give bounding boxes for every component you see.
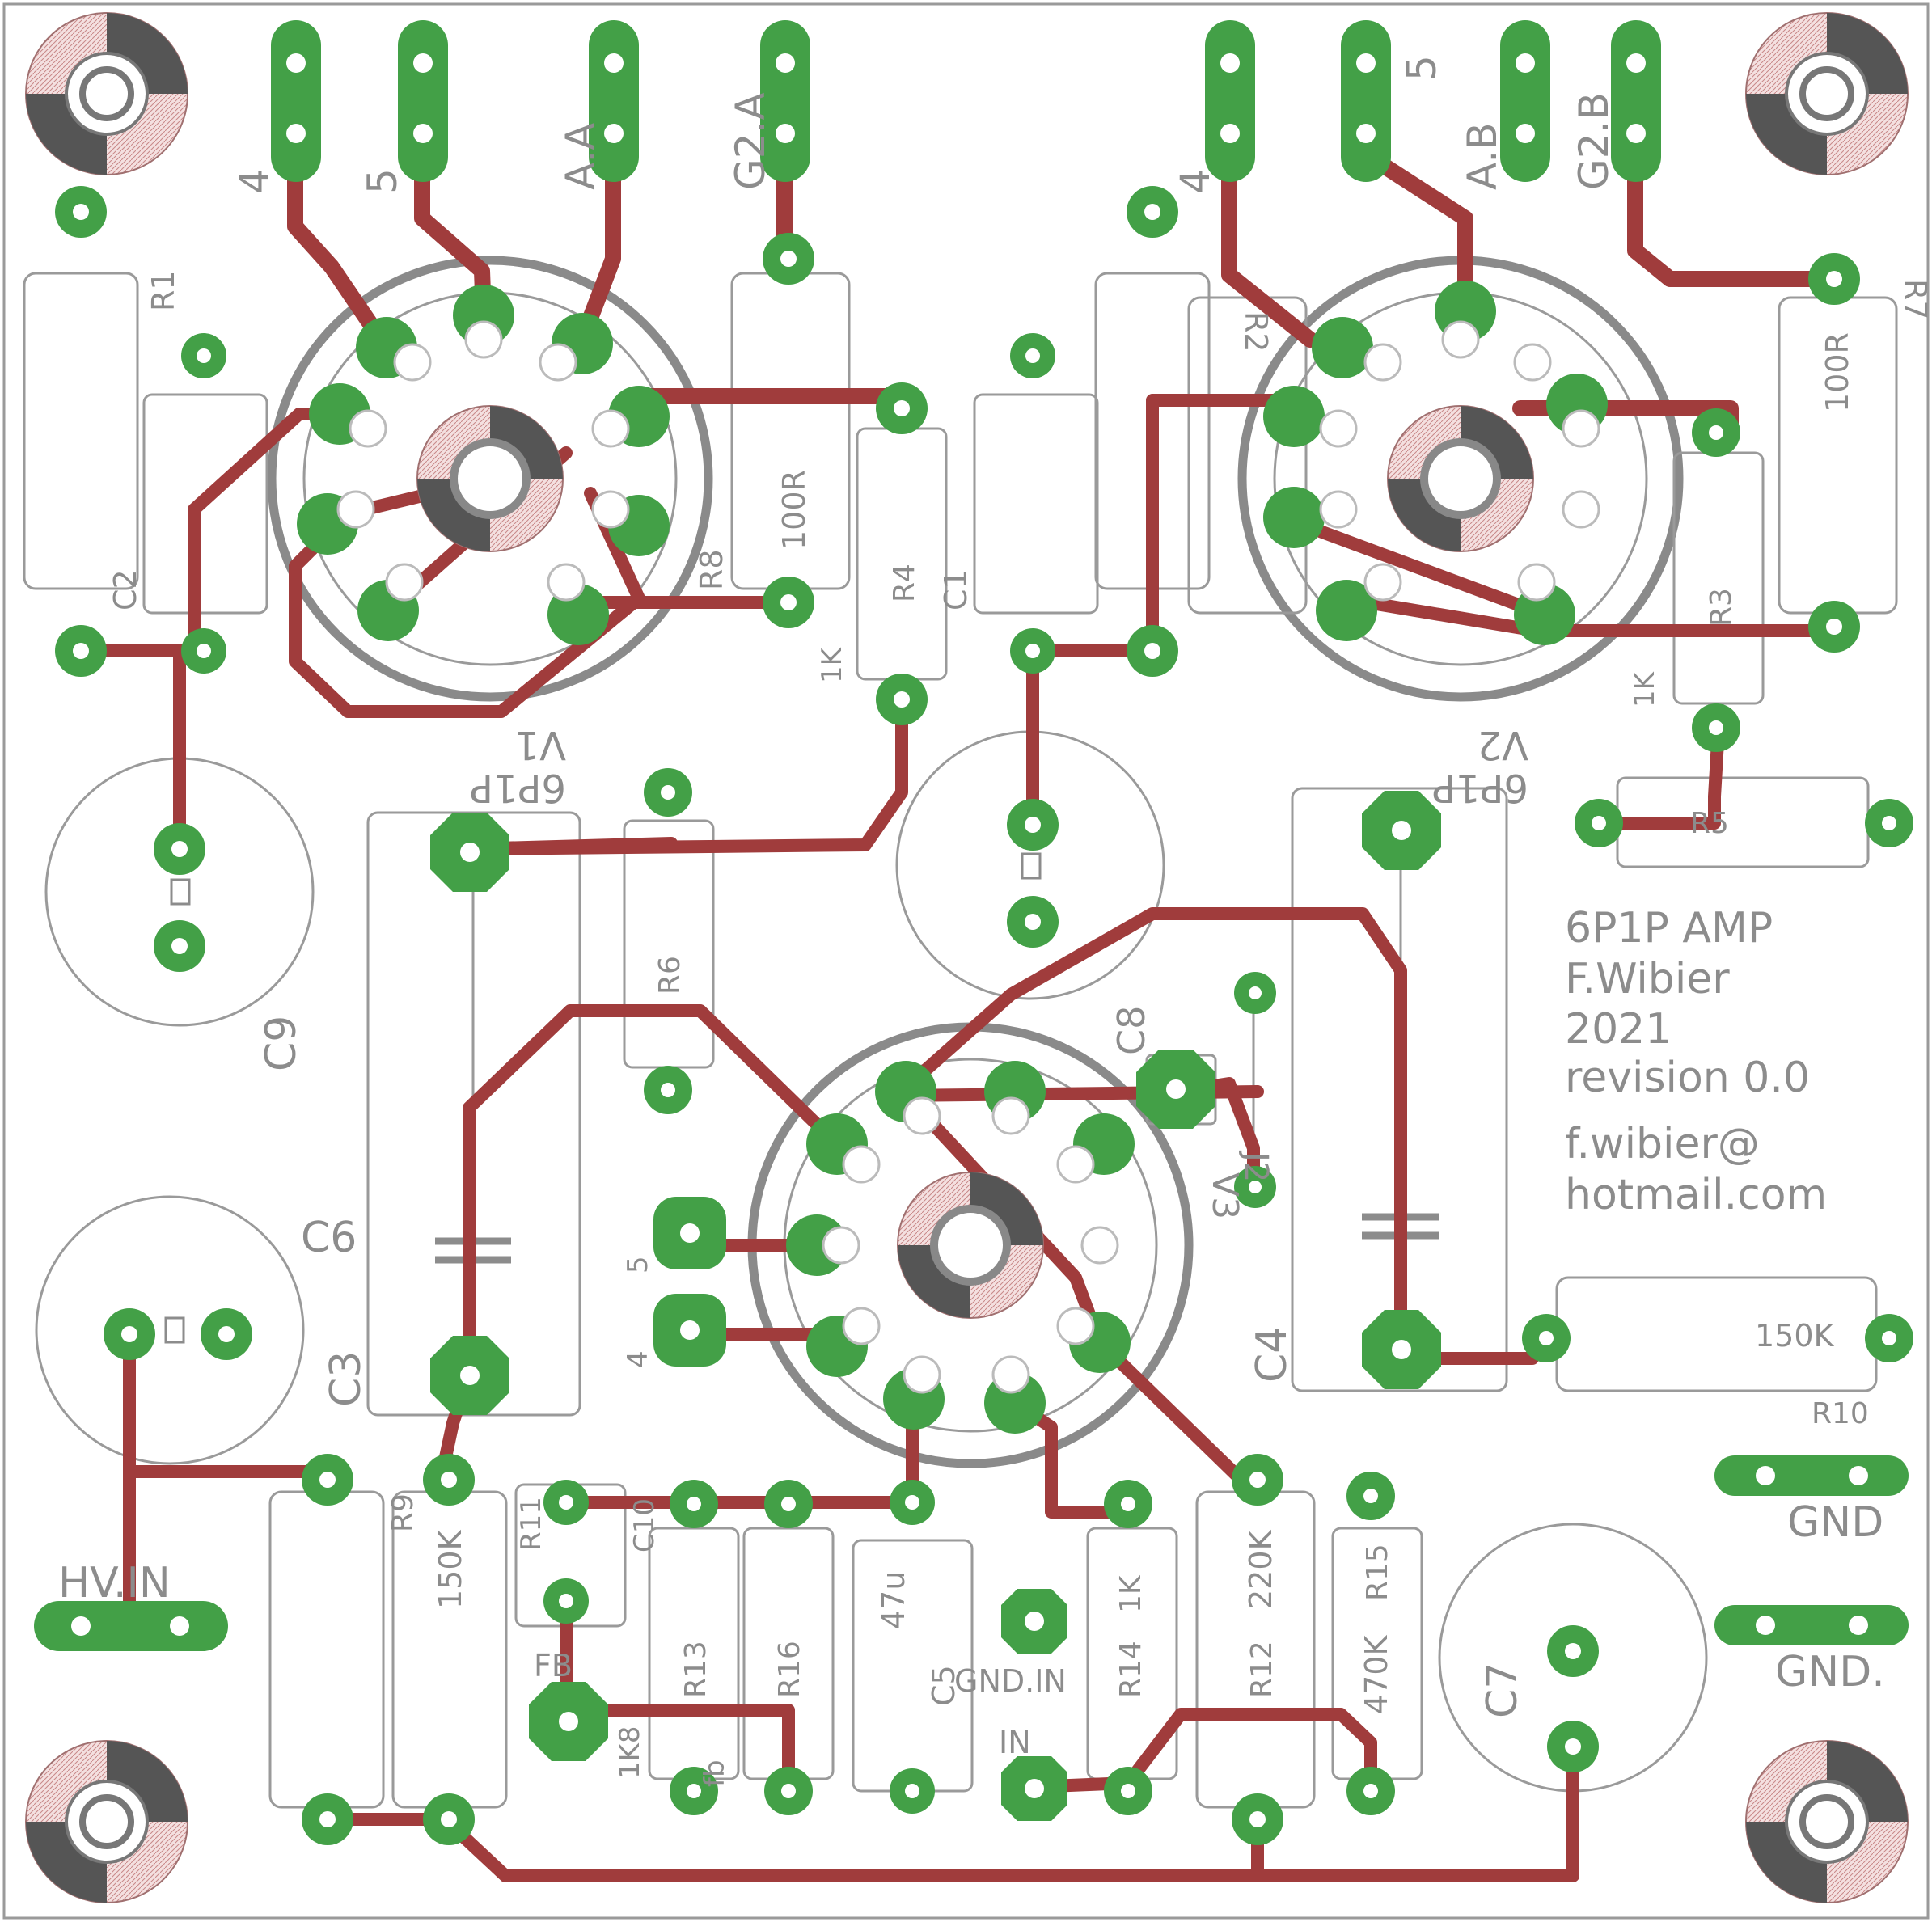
label-r8: R8 bbox=[694, 549, 729, 590]
label-r14: R14 bbox=[1114, 1641, 1148, 1698]
label-r1: R1 bbox=[146, 270, 181, 311]
label-v1-filament-5: 5 bbox=[359, 168, 406, 194]
label-r10: R10 bbox=[1812, 1397, 1869, 1430]
mounting-hole-top-right bbox=[1745, 12, 1909, 175]
tube-v3-ref: V3 bbox=[1204, 1172, 1245, 1219]
tube-v1-value: 6P1P bbox=[470, 765, 566, 810]
label-c3: C3 bbox=[322, 1351, 370, 1407]
label-c5: C5 bbox=[926, 1665, 962, 1706]
label-feedback: FB bbox=[534, 1648, 573, 1683]
tube-v1-ref: V1 bbox=[515, 722, 566, 767]
label-r16: R16 bbox=[773, 1641, 806, 1698]
label-r7-value: 100R bbox=[1820, 332, 1855, 412]
label-input: IN bbox=[999, 1725, 1031, 1760]
board-revision: revision 0.0 bbox=[1565, 1054, 1810, 1102]
label-gnd-2: GND. bbox=[1775, 1648, 1885, 1696]
label-feedback-small: fb bbox=[699, 1759, 731, 1787]
board-email-line1: f.wibier@ bbox=[1565, 1120, 1760, 1168]
label-r9: R9 bbox=[387, 1493, 420, 1532]
label-c10: C10 bbox=[628, 1498, 661, 1552]
label-r14-value: 1K bbox=[1114, 1574, 1148, 1613]
label-c7: C7 bbox=[1478, 1662, 1527, 1718]
label-gnd-in: GND.IN bbox=[954, 1663, 1067, 1699]
label-c8: C8 bbox=[1110, 1006, 1153, 1055]
label-c9: C9 bbox=[257, 1016, 306, 1071]
label-gnd-1: GND bbox=[1787, 1498, 1883, 1547]
label-hv-in: HV.IN bbox=[58, 1559, 171, 1607]
label-r15-value: 470K bbox=[1359, 1634, 1394, 1714]
label-r15: R15 bbox=[1361, 1544, 1394, 1601]
label-r12: R12 bbox=[1245, 1641, 1279, 1698]
tube-v2-ref: V2 bbox=[1478, 722, 1528, 767]
label-r13: R13 bbox=[679, 1641, 712, 1698]
mounting-hole-bottom-right bbox=[1745, 1740, 1909, 1903]
label-r10-value: 150K bbox=[1755, 1318, 1835, 1354]
label-r7: R7 bbox=[1897, 279, 1932, 320]
label-j2: J2 bbox=[1237, 1150, 1275, 1182]
pads bbox=[34, 20, 1913, 1845]
label-v2-filament-5: 5 bbox=[1398, 55, 1445, 81]
label-r11-value: 1K8 bbox=[614, 1726, 646, 1779]
label-v3-heater-5: 5 bbox=[622, 1256, 654, 1274]
label-v1-g2: G2.A bbox=[727, 92, 774, 190]
label-c6: C6 bbox=[301, 1214, 357, 1262]
label-r8-value: 100R bbox=[776, 470, 812, 550]
label-v3-heater-4: 4 bbox=[622, 1350, 654, 1368]
label-r4: R4 bbox=[888, 564, 921, 602]
label-v2-anode: A.B bbox=[1459, 122, 1506, 190]
label-r4-value: 1K bbox=[816, 646, 848, 683]
label-v2-filament-4: 4 bbox=[1172, 168, 1219, 194]
board-author: F.Wibier bbox=[1565, 955, 1730, 1003]
board-email-line2: hotmail.com bbox=[1565, 1171, 1827, 1219]
board-year: 2021 bbox=[1565, 1005, 1672, 1054]
mounting-hole-bottom-left bbox=[25, 1740, 188, 1903]
board-title: 6P1P AMP bbox=[1565, 904, 1773, 953]
tube-v2-value: 6P1P bbox=[1432, 765, 1528, 810]
label-c4: C4 bbox=[1248, 1327, 1296, 1383]
label-c5-value: 47u bbox=[876, 1571, 911, 1629]
label-r2: R2 bbox=[1238, 311, 1274, 353]
label-r3: R3 bbox=[1705, 588, 1738, 627]
label-c1: C1 bbox=[938, 569, 974, 610]
mounting-hole-top-left bbox=[25, 12, 188, 175]
label-c2: C2 bbox=[108, 569, 143, 610]
label-r9-value: 150K bbox=[433, 1529, 468, 1609]
silkscreen-layer bbox=[23, 256, 1898, 1809]
label-r11: R11 bbox=[515, 1497, 547, 1551]
label-r6: R6 bbox=[653, 956, 687, 995]
label-v2-g2: G2.B bbox=[1571, 92, 1617, 190]
label-r12-value: 220K bbox=[1243, 1529, 1279, 1609]
label-v1-anode: A.A bbox=[557, 123, 604, 190]
label-v1-filament-4: 4 bbox=[231, 168, 278, 194]
label-r5: R5 bbox=[1690, 807, 1729, 840]
label-r3-value: 1K bbox=[1629, 670, 1661, 708]
